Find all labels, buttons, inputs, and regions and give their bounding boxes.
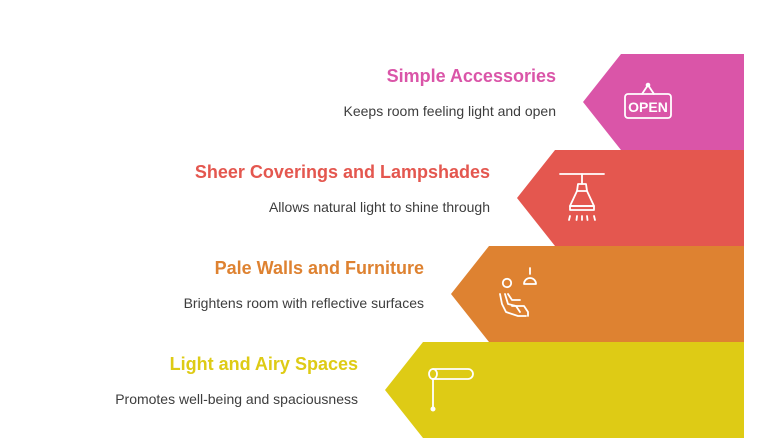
step-arrow-shape <box>583 54 744 150</box>
step-text: Pale Walls and Furniture Brightens room … <box>0 246 424 342</box>
step-arrow-shape <box>385 342 744 438</box>
flag-banner-icon <box>428 368 474 412</box>
step-title: Sheer Coverings and Lampshades <box>194 162 490 182</box>
step-text: Sheer Coverings and Lampshades Allows na… <box>30 150 490 246</box>
step-description: Brightens room with reflective surfaces <box>183 295 424 311</box>
ceiling-lamp-icon <box>559 173 605 221</box>
open-sign-text: OPEN <box>628 99 668 115</box>
step-arrow-shape <box>451 246 744 342</box>
step-description: Allows natural light to shine through <box>268 199 490 215</box>
step-title: Pale Walls and Furniture <box>214 258 424 278</box>
person-in-chair-with-lamp-icon <box>499 267 537 317</box>
step-description: Keeps room feeling light and open <box>343 103 556 119</box>
step-title: Light and Airy Spaces <box>169 354 358 374</box>
step-arrow-shape <box>517 150 744 246</box>
step-sheer-coverings: Sheer Coverings and Lampshades Allows na… <box>0 150 780 246</box>
step-light-airy-spaces: Light and Airy Spaces Promotes well-bein… <box>0 342 780 438</box>
step-pale-walls: Pale Walls and Furniture Brightens room … <box>0 246 780 342</box>
step-title: Simple Accessories <box>386 66 556 86</box>
step-text: Light and Airy Spaces Promotes well-bein… <box>0 342 358 438</box>
step-simple-accessories: Simple Accessories Keeps room feeling li… <box>0 54 780 150</box>
step-text: Simple Accessories Keeps room feeling li… <box>96 54 556 150</box>
open-sign-icon: OPEN <box>624 82 672 119</box>
step-description: Promotes well-being and spaciousness <box>115 391 358 407</box>
